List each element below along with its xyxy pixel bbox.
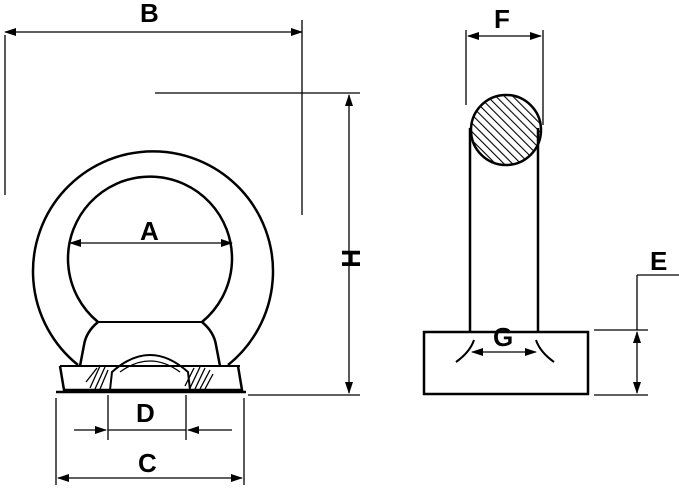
dimension-D: D — [74, 395, 232, 440]
base-block — [422, 330, 590, 396]
label-F: F — [494, 4, 510, 34]
dimension-G: G — [471, 322, 537, 356]
thread-hatch-right — [184, 366, 214, 390]
outer-ring-outline — [31, 150, 275, 366]
label-C: C — [138, 448, 157, 478]
dimension-F: F — [465, 4, 544, 125]
front-view — [31, 150, 275, 394]
ring-section-hatched — [469, 93, 543, 167]
bore-inner-arch — [119, 360, 181, 373]
threaded-bore-arch — [109, 354, 191, 391]
label-D: D — [136, 398, 155, 428]
label-G: G — [493, 322, 513, 352]
base-body-outline — [58, 365, 244, 392]
label-B: B — [140, 0, 159, 28]
side-view — [422, 93, 590, 396]
label-A: A — [140, 216, 159, 246]
dimension-H: H — [155, 92, 366, 396]
neck-collar-outline — [78, 321, 222, 367]
dimension-E: E — [594, 246, 679, 396]
dimension-C: C — [55, 398, 245, 485]
dimension-A: A — [69, 216, 233, 247]
right-fillet — [535, 339, 555, 363]
dimension-B: B — [4, 0, 303, 215]
left-fillet — [455, 339, 475, 363]
inner-eye-outline — [66, 175, 234, 323]
label-E: E — [650, 246, 667, 276]
thread-hatch-left — [85, 365, 109, 390]
label-H: H — [336, 249, 366, 268]
